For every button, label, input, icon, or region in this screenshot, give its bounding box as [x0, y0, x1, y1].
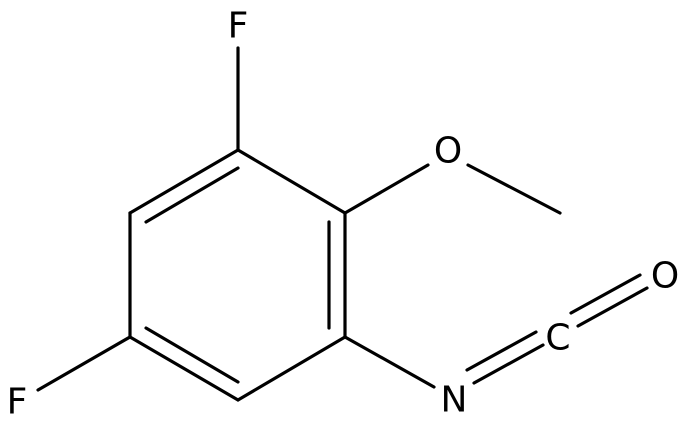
bond-nitrogen-carbon-a	[472, 343, 545, 385]
bond-carbon-oxygen-a	[576, 286, 649, 328]
bond-oxygen-methyl	[466, 163, 562, 215]
ring-bond-c4-c5	[128, 335, 240, 402]
nitrogen-label: N	[441, 380, 468, 421]
ring-bond-c6-c1	[128, 148, 240, 215]
bond-c3-nitrogen	[343, 335, 436, 389]
ring-bond-c1-c2	[236, 148, 347, 215]
ring-bond-c4-c5-inner	[144, 326, 240, 384]
isocyanate-carbon-label: C	[545, 318, 570, 359]
carbonyl-oxygen-label: O	[651, 256, 679, 297]
ring-bond-c3-c4	[236, 335, 347, 402]
bond-nitrogen-carbon-b	[465, 330, 538, 372]
fluorine-left-label: F	[7, 382, 28, 423]
bond-carbon-oxygen-b	[569, 273, 642, 315]
ring-bond-c6-c1-inner	[144, 166, 240, 224]
fluorine-top-label: F	[228, 6, 249, 47]
bond-c2-oxygen	[343, 163, 430, 215]
methoxy-oxygen-label: O	[434, 131, 462, 172]
bond-c5-fluorine	[36, 335, 132, 392]
